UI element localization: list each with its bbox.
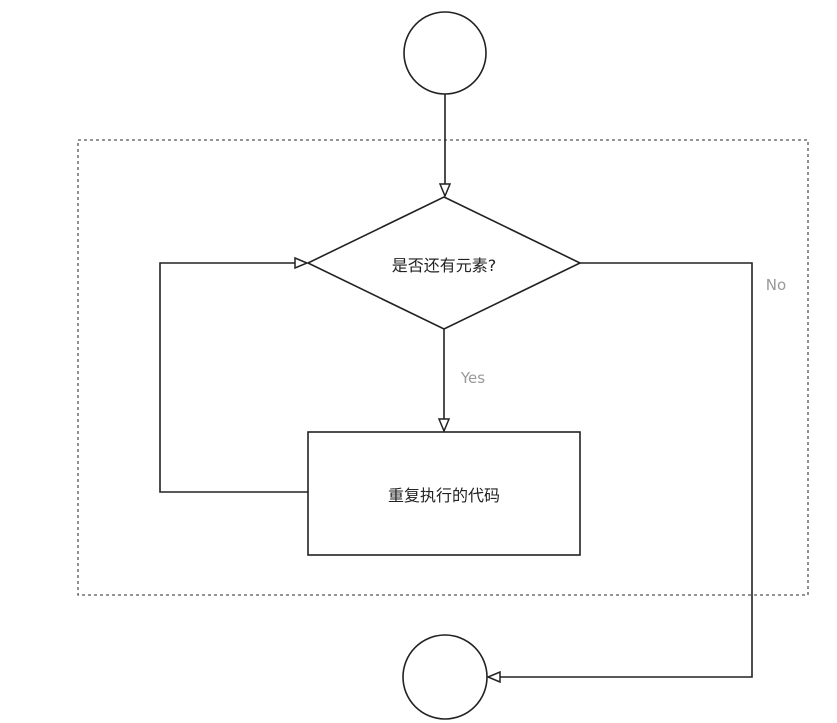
decision-label: 是否还有元素? [391,256,497,275]
start-node [403,11,487,95]
end-node [402,634,488,720]
no-edge [488,262,753,677]
loop-group-border [77,139,809,596]
process-label: 重复执行的代码 [387,486,501,505]
loop-back-edge [159,263,308,493]
process-node [307,431,581,556]
no-edge-label: No [765,276,787,294]
yes-edge-label: Yes [460,369,486,387]
